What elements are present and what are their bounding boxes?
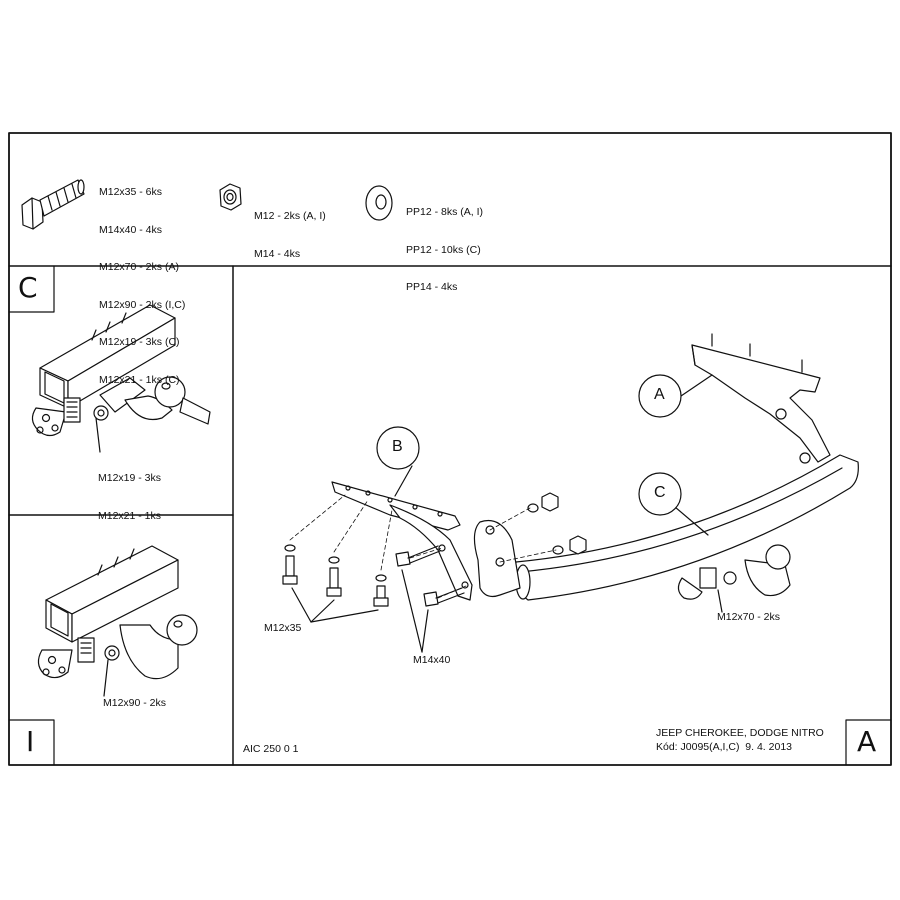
bolt-spec: M12x35 - 6ks: [99, 186, 163, 198]
callout-b-circle: [376, 426, 420, 470]
letter-box-i: [8, 719, 55, 766]
washer-spec: PP14 - 4ks: [406, 281, 458, 293]
vehicle-name: JEEP CHEROKEE, DODGE NITRO: [656, 727, 824, 739]
main-assembly-illustration: [282, 333, 859, 653]
label-m12x70: M12x70 - 2ks: [717, 611, 781, 623]
callout-a-label: A: [654, 386, 665, 403]
variant-c-letter: C: [18, 271, 38, 304]
bolt-spec: M12x21 - 1ks (C): [99, 373, 180, 386]
variant-i-bolt-label: M12x90 - 2ks: [103, 697, 167, 709]
variant-c-illustration: [31, 304, 211, 453]
letter-box-a: [845, 719, 892, 766]
callout-a-circle: [638, 374, 682, 418]
callout-b-label: B: [392, 438, 403, 455]
bolt-spec: M14x40 - 4ks: [99, 223, 163, 236]
washer-list: PP12 - 8ks (A, I) PP12 - 10ks (C) PP14 -…: [406, 181, 483, 306]
nut-spec: M12 - 2ks (A, I): [254, 210, 326, 222]
nut-spec: M14 - 4ks: [254, 247, 301, 260]
variant-c-label: M12x21 - 1ks: [98, 509, 162, 522]
callout-c-circle: [638, 472, 682, 516]
label-m12x35: M12x35: [264, 622, 302, 634]
bolt-spec: M12x19 - 3ks (C): [99, 336, 180, 348]
variant-i-illustration: [37, 545, 198, 697]
bolt-icon: [21, 179, 85, 230]
letter-box-c: [8, 265, 55, 313]
washer-icon: [365, 185, 393, 221]
drawing-frame: [8, 132, 892, 766]
variant-i-letter: I: [26, 725, 35, 758]
variant-c-bolt-labels: M12x19 - 3ks M12x21 - 1ks: [98, 447, 161, 535]
callout-c-label: C: [654, 484, 666, 501]
washer-spec: PP12 - 8ks (A, I): [406, 206, 484, 218]
nut-icon: [219, 183, 242, 211]
kod-date: Kód: J0095(A,I,C) 9. 4. 2013: [656, 741, 792, 753]
variant-a-letter: A: [857, 725, 877, 758]
bolt-list: M12x35 - 6ks M14x40 - 4ks M12x70 - 2ks (…: [99, 161, 185, 399]
label-m14x40: M14x40: [413, 654, 451, 666]
washer-spec: PP12 - 10ks (C): [406, 243, 481, 256]
variant-c-label: M12x19 - 3ks: [98, 472, 162, 484]
nut-list: M12 - 2ks (A, I) M14 - 4ks: [254, 185, 326, 273]
drawing-code: AIC 250 0 1: [243, 743, 299, 755]
bolt-spec: M12x90 - 2ks (I,C): [99, 298, 186, 311]
bolt-spec: M12x70 - 2ks (A): [99, 261, 179, 273]
